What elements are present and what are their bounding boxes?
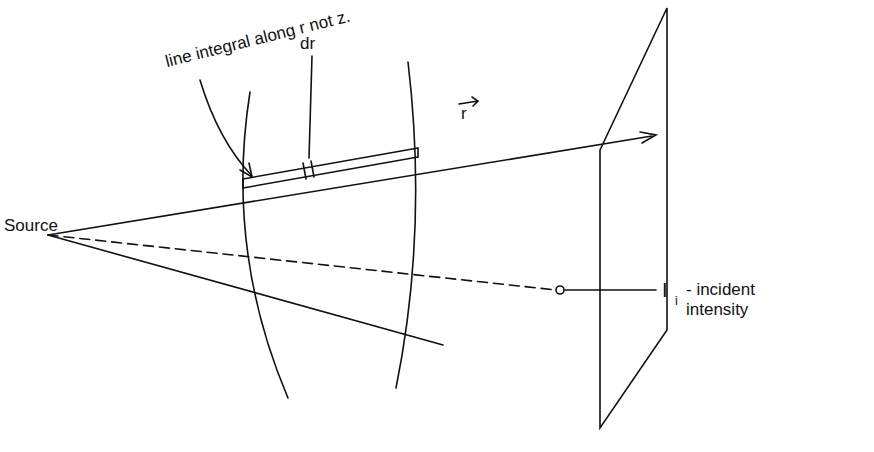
note-label: line integral along r not z. <box>163 7 352 72</box>
ray-tube <box>243 148 418 179</box>
intensity-subscript: i <box>675 294 678 309</box>
leader-line <box>309 56 312 158</box>
arrow-head <box>640 132 656 143</box>
leader-line <box>565 289 656 291</box>
central-ray <box>48 235 556 290</box>
dr-label: dr <box>300 34 315 54</box>
arrow-head <box>240 163 252 177</box>
object-boundary <box>396 62 416 388</box>
intensity-note: - incident intensity <box>686 280 776 319</box>
detector-plane <box>600 8 667 428</box>
ray <box>48 136 652 235</box>
ray-tube <box>243 157 418 188</box>
leader-line <box>200 80 252 176</box>
source-label: Source <box>4 216 58 236</box>
object-boundary <box>243 92 288 398</box>
dr-mark <box>303 161 314 179</box>
vector-label: r <box>461 104 467 124</box>
ray <box>48 235 443 345</box>
ray-tube <box>243 148 418 188</box>
intensity-symbol: I <box>662 279 668 302</box>
detector-point <box>556 286 564 294</box>
